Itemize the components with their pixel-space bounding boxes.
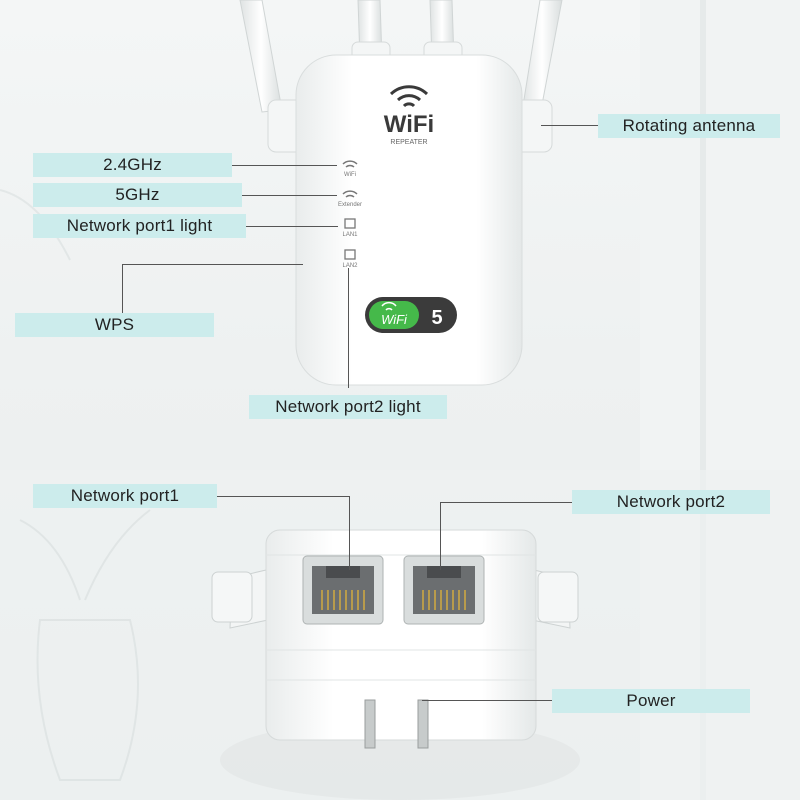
indicator-wifi: WiFi (342, 160, 358, 178)
repeater-front-body (295, 54, 523, 386)
indicator-extender: Extender (338, 190, 362, 208)
label-wps: WPS (15, 313, 214, 337)
label-port2-light: Network port2 light (249, 395, 447, 419)
label-band-24: 2.4GHz (33, 153, 232, 177)
wifi-icon (342, 160, 358, 168)
repeater-bottom-view (211, 529, 579, 741)
badge-number: 5 (431, 307, 442, 329)
label-power: Power (552, 689, 750, 713)
brand-text: WiFi (384, 111, 434, 138)
indicator-lan1: LAN1 (342, 218, 358, 238)
indicator-caption: Extender (338, 202, 362, 208)
network-port1 (302, 555, 384, 625)
label-rotating-antenna: Rotating antenna (598, 114, 780, 138)
label-band-5: 5GHz (33, 183, 242, 207)
network-port2 (403, 555, 485, 625)
leader-band-5 (242, 195, 337, 196)
leader-port1-light (246, 226, 338, 227)
leader-port2-light-v (348, 268, 349, 388)
indicator-caption: LAN2 (342, 263, 358, 269)
indicator-caption: LAN1 (342, 232, 358, 238)
leader-wps-v (122, 264, 123, 314)
leader-band-24 (232, 165, 337, 166)
label-port2: Network port2 (572, 490, 770, 514)
indicator-lan2: LAN2 (342, 249, 358, 269)
leader-port2-h (440, 502, 572, 503)
lan-port-icon (344, 249, 356, 260)
label-port1: Network port1 (33, 484, 217, 508)
wifi-logo-icon (389, 85, 429, 108)
leader-port1-h (217, 496, 350, 497)
badge-wifi-text: WiFi (381, 312, 408, 327)
wifi-icon (381, 301, 397, 311)
leader-wps-h (122, 264, 303, 265)
leader-rotating-antenna (541, 125, 599, 126)
wifi-icon (342, 190, 358, 198)
leader-port2-v (440, 502, 441, 570)
brand-subtext: REPEATER (390, 139, 427, 146)
indicator-caption: WiFi (344, 172, 356, 178)
leader-power (422, 700, 552, 701)
label-port1-light: Network port1 light (33, 214, 246, 238)
lan-port-icon (344, 218, 356, 229)
wifi5-badge: WiFi 5 (365, 297, 457, 333)
leader-port1-v (349, 496, 350, 570)
